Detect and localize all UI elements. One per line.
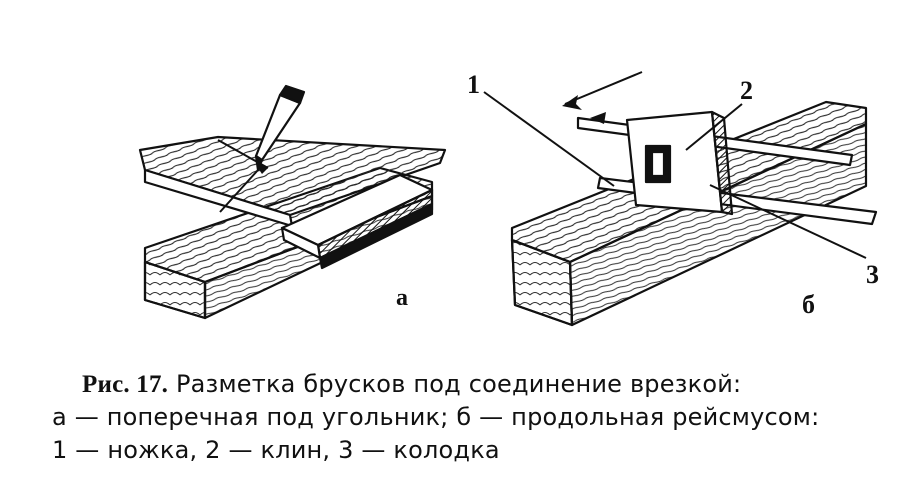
panel-a-label: а: [396, 285, 408, 311]
caption-line-1-text: Разметка брусков под соединение врезкой:: [168, 370, 742, 398]
panel-b-drawing: [483, 71, 878, 327]
callout-1: 1: [467, 70, 480, 99]
caption-line-1: Рис. 17. Разметка брусков под соединение…: [52, 368, 912, 401]
caption-line-2: а — поперечная под угольник; б — продоль…: [52, 403, 820, 431]
callout-2: 2: [740, 76, 753, 105]
caption-lead: Рис. 17.: [82, 371, 169, 398]
caption-line-3: 1 — ножка, 2 — клин, 3 — колодка: [52, 436, 500, 464]
panel-a-drawing: [138, 84, 447, 320]
panel-b-label: б: [802, 290, 815, 319]
figure-caption: Рис. 17. Разметка брусков под соединение…: [52, 368, 912, 467]
callout-3: 3: [866, 260, 879, 289]
